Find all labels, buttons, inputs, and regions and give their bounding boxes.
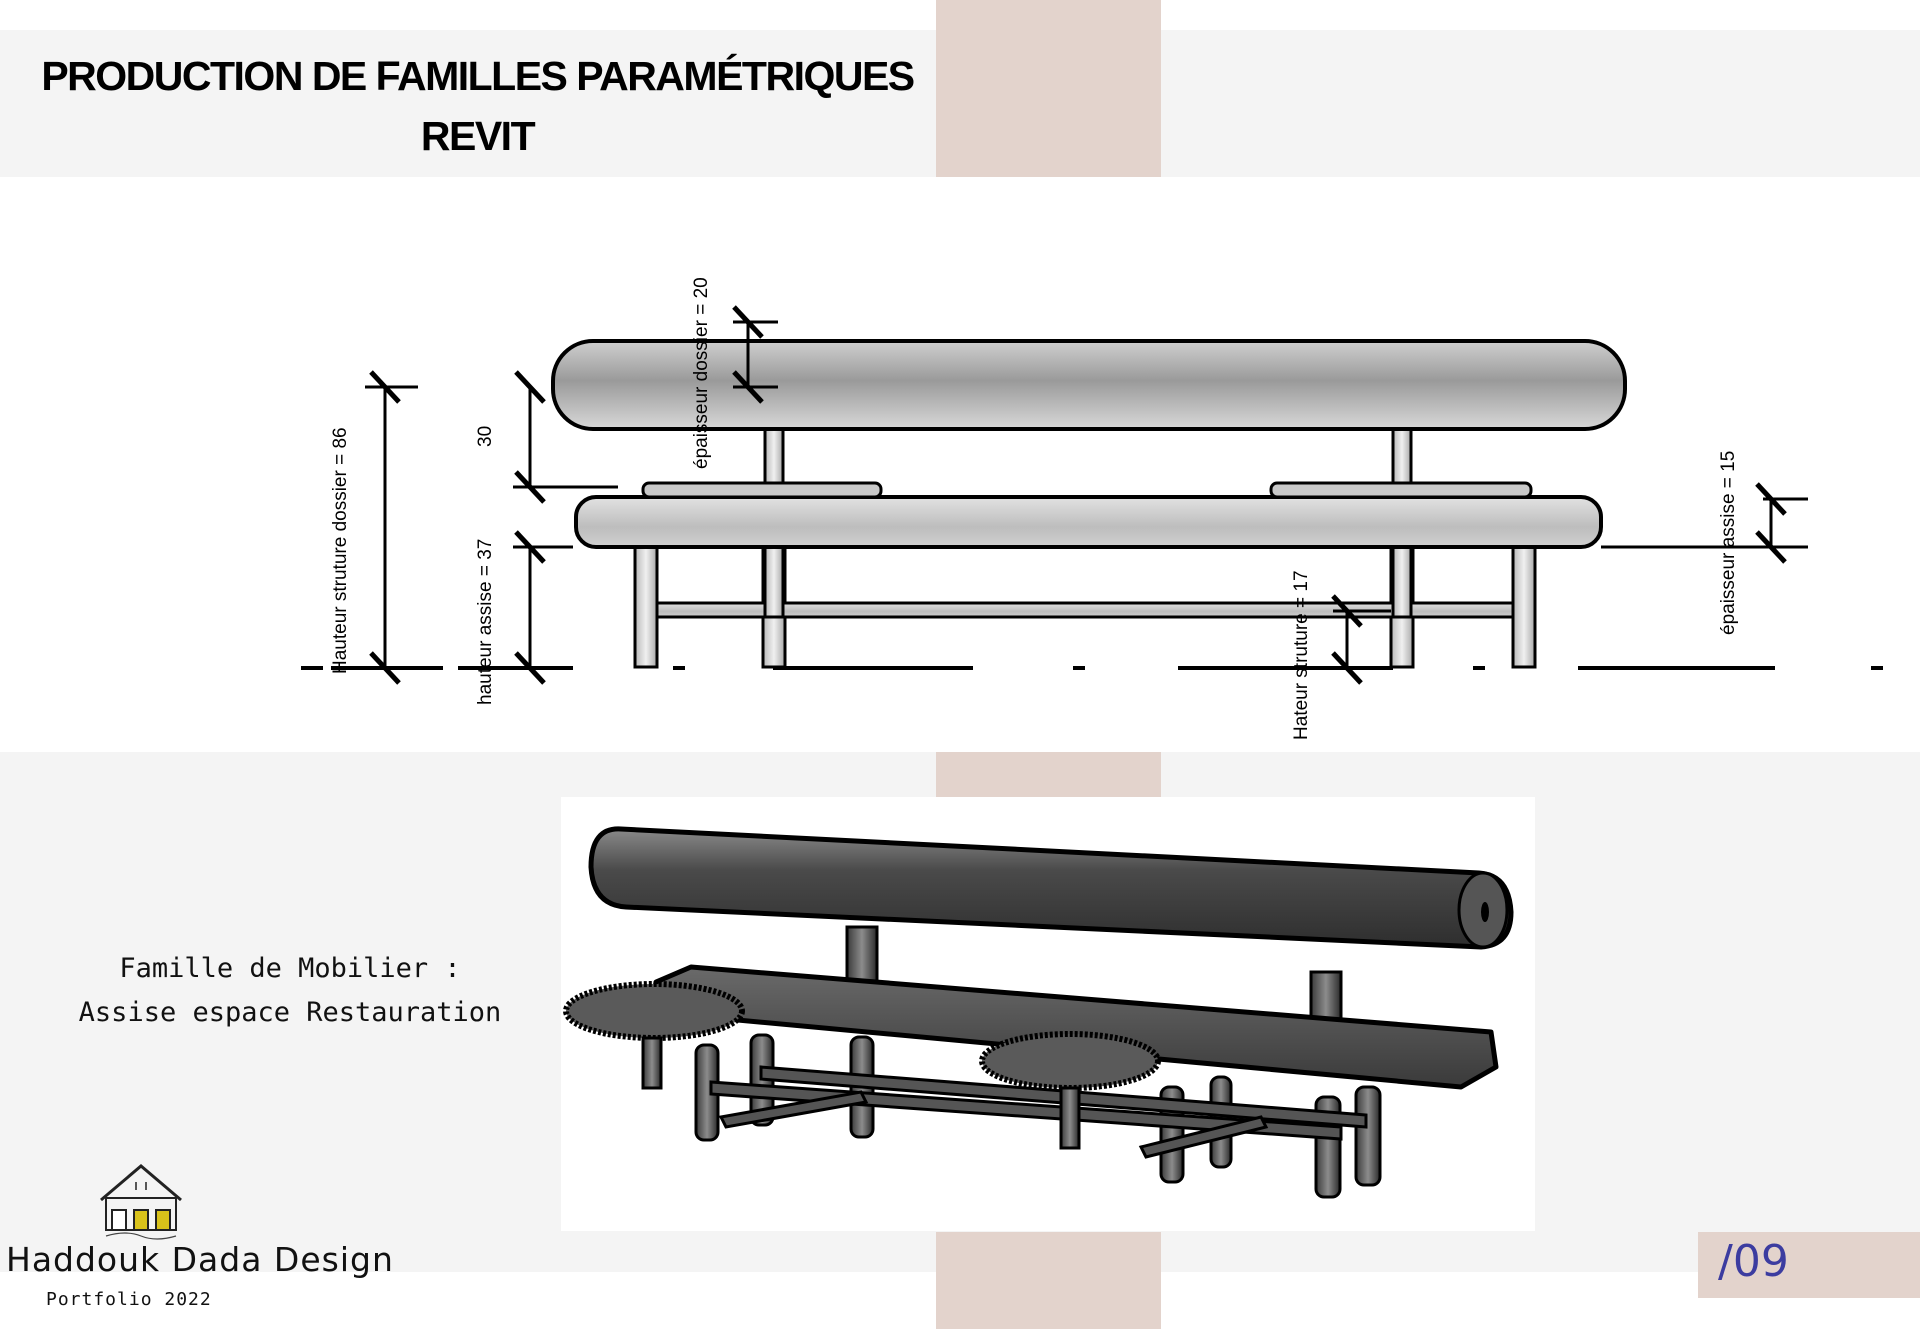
- dimension-hauteur-structure-dossier: Hauteur struture dossier = 86: [330, 370, 418, 685]
- label-hauteur-structure: Hateur struture = 17: [1291, 570, 1312, 740]
- beige-column-top: [936, 0, 1161, 177]
- seat: [574, 495, 1603, 549]
- table-legs-3d: [641, 1036, 1081, 1150]
- label-hauteur-assise: hauteur assise = 37: [475, 539, 496, 705]
- bench-3d-render: [561, 797, 1535, 1231]
- backrest-end-hole: [1481, 902, 1489, 922]
- brand-subtitle: Portfolio 2022: [46, 1289, 212, 1310]
- dimension-epaisseur-dossier: épaisseur dossier = 20: [691, 277, 778, 469]
- brand-logo: [96, 1160, 186, 1242]
- backrest-3d: [588, 826, 1514, 950]
- lower-rail: [655, 601, 1515, 619]
- elevation-drawing: Hauteur struture dossier = 86 30 hauteur…: [273, 177, 1920, 752]
- backrest: [551, 339, 1627, 431]
- label-epaisseur-dossier: épaisseur dossier = 20: [691, 277, 712, 469]
- dimension-epaisseur-assise: épaisseur assise = 15: [1601, 451, 1808, 635]
- page-number-box: [1698, 1232, 1920, 1298]
- title-line-1: PRODUCTION DE FAMILLES PARAMÉTRIQUES: [41, 53, 915, 99]
- page-number: /09: [1718, 1236, 1789, 1287]
- caption-line-1: Famille de Mobilier :: [119, 953, 461, 984]
- dimension-hauteur-assise: hauteur assise = 37: [475, 530, 573, 705]
- title-line-2: REVIT: [420, 113, 536, 159]
- caption-line-2: Assise espace Restauration: [78, 997, 502, 1028]
- furniture-caption: Famille de Mobilier : Assise espace Rest…: [30, 947, 550, 1035]
- dimension-30: 30: [475, 370, 618, 504]
- page-title: PRODUCTION DE FAMILLES PARAMÉTRIQUES REV…: [0, 46, 955, 166]
- beige-column-bottom: [936, 1232, 1161, 1329]
- label-30: 30: [475, 426, 496, 447]
- label-epaisseur-assise: épaisseur assise = 15: [1718, 451, 1739, 635]
- beige-column-middle: [936, 752, 1161, 797]
- table-top-left-3d: [563, 981, 745, 1041]
- table-top-right: [1269, 481, 1533, 499]
- brand-name: Haddouk Dada Design: [6, 1240, 394, 1279]
- label-hauteur-structure-dossier: Hauteur struture dossier = 86: [330, 427, 351, 674]
- table-top-right-3d: [979, 1031, 1161, 1091]
- house-logo-icon: [100, 1164, 182, 1240]
- table-top-left: [641, 481, 883, 499]
- frame-rails: [709, 1065, 1368, 1159]
- dimension-hauteur-structure: Hateur struture = 17: [1291, 570, 1391, 740]
